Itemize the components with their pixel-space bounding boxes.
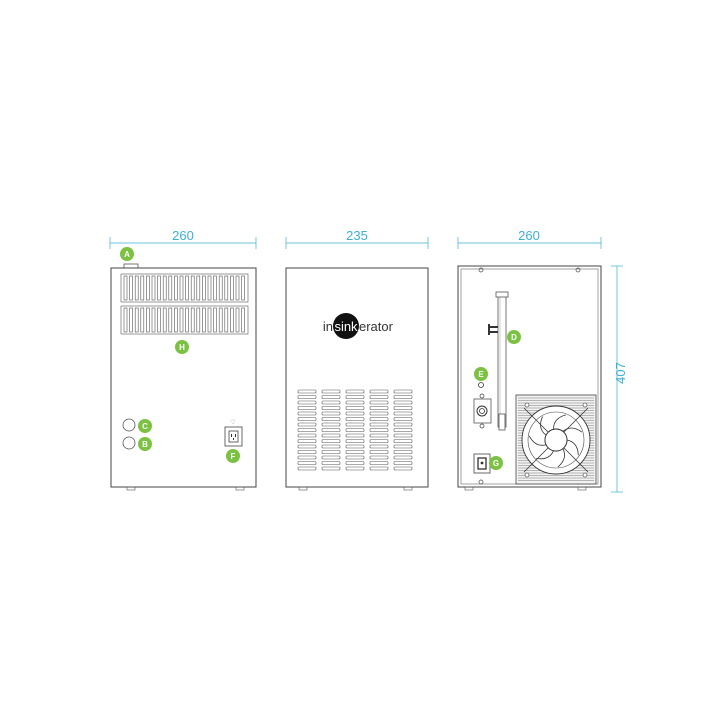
callout-a: A [120,247,134,261]
side-view: in sink erator [285,267,429,491]
callout-f-letter: F [231,452,236,461]
power-socket: ♡ [224,419,243,447]
foot-left [126,486,136,491]
indicator-e [478,382,484,388]
water-inlet [473,393,492,429]
side-foot-right [403,486,413,491]
callout-f: F [226,449,240,463]
callout-d: D [507,330,521,344]
screw-top-left [478,267,484,273]
dimension-back-width [457,237,602,249]
foot-right [235,486,245,491]
brand-prefix: in [323,319,333,334]
overflow-tube [488,291,509,431]
callout-b: B [138,437,152,451]
callout-a-letter: A [124,250,130,259]
screw-bottom-left [478,479,484,485]
callout-d-letter: D [511,333,517,342]
back-foot-right [577,486,587,491]
callout-c-letter: C [142,422,148,431]
dimension-height-label: 407 [613,362,628,384]
callout-e-letter: E [478,370,484,379]
callout-g-letter: G [493,459,499,468]
dimension-height [611,265,623,493]
brand-circle [333,313,359,339]
lower-vent-grille [120,305,249,335]
brand-logo: in sink erator [323,313,394,339]
cooling-fan [515,394,597,485]
callout-b-letter: B [142,440,148,449]
dimension-front-width-label: 260 [172,228,194,243]
dimension-side-width [285,237,429,249]
dimension-front-width [109,237,257,249]
dimension-back-width-label: 260 [518,228,540,243]
callout-e: E [474,367,488,381]
callout-g: G [489,456,503,470]
brand-highlight: sink [334,319,358,334]
upper-vent-grille [120,273,249,303]
back-foot-left [464,486,474,491]
port-c [122,418,136,432]
side-vent-grille [297,389,413,471]
screw-top-right [575,267,581,273]
power-switch [473,453,491,474]
callout-c: C [138,419,152,433]
callout-h: H [175,340,189,354]
callout-h-letter: H [179,343,185,352]
svg-text:♡: ♡ [230,419,235,426]
brand-suffix: erator [359,319,394,334]
port-b [122,436,136,450]
side-foot-left [298,486,308,491]
dimension-side-width-label: 235 [346,228,368,243]
